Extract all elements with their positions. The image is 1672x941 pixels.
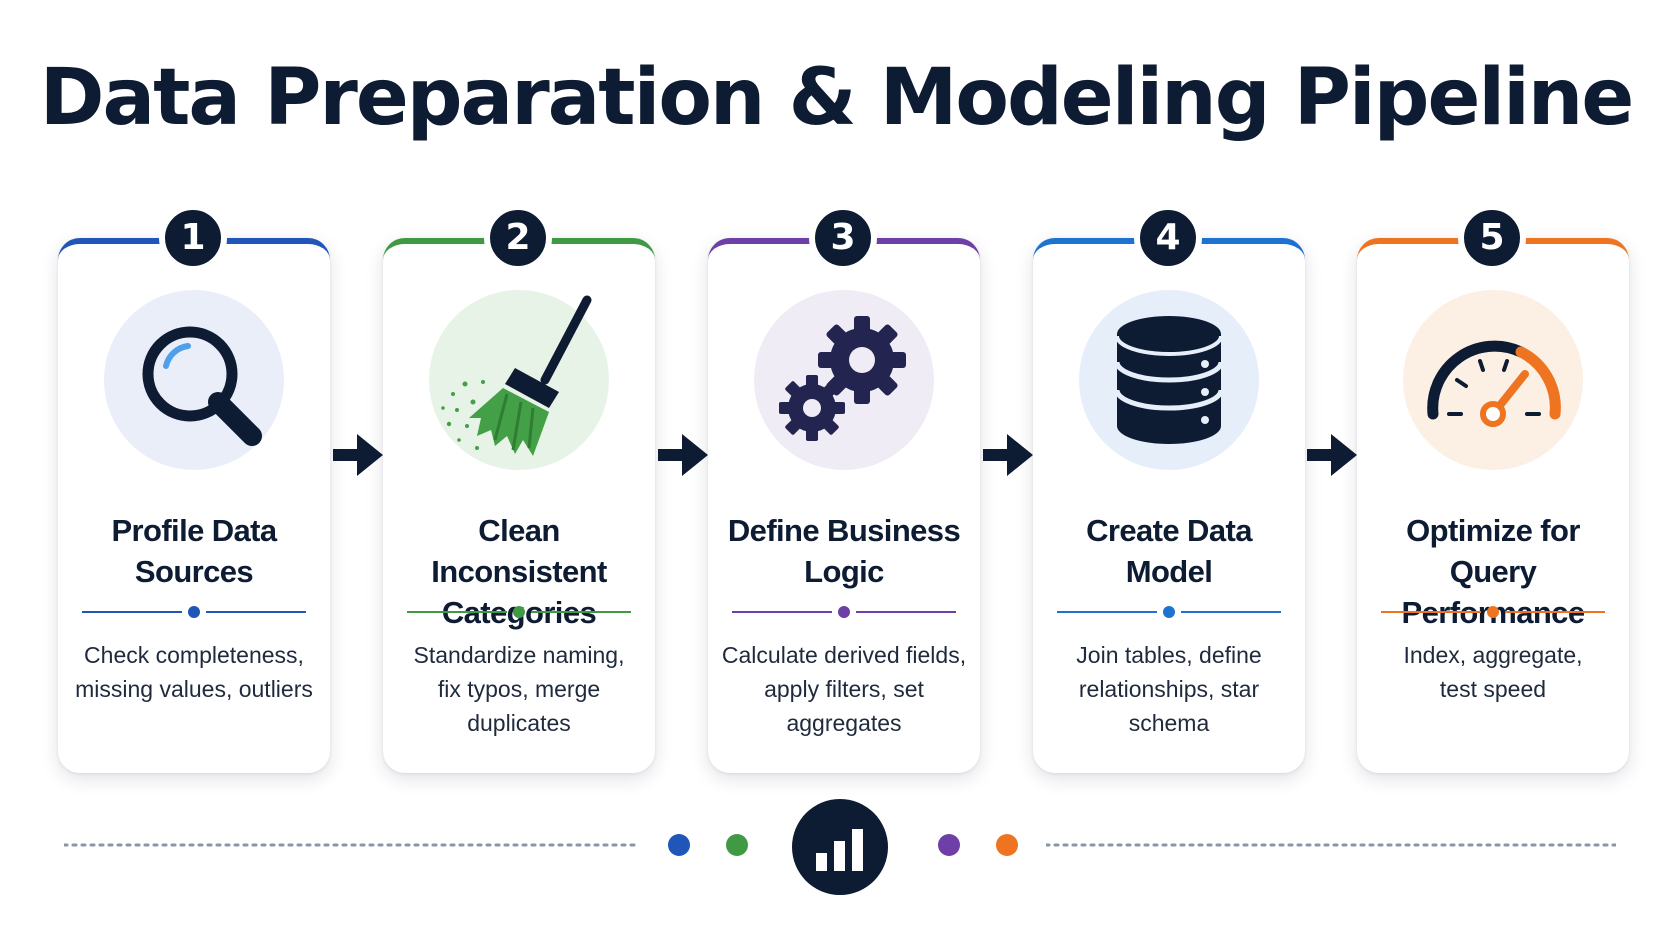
arrow-right-icon xyxy=(983,434,1033,476)
dotted-line xyxy=(1046,843,1616,847)
icon-circle xyxy=(429,290,609,470)
step-number-badge: 4 xyxy=(1134,204,1202,272)
step-divider xyxy=(1057,606,1281,618)
arrow-right-icon xyxy=(1307,434,1357,476)
footer-chart-badge xyxy=(792,799,888,895)
step-title: Clean InconsistentCategories xyxy=(431,513,607,630)
step-number-badge: 2 xyxy=(484,204,552,272)
step-number-badge: 3 xyxy=(809,204,877,272)
bar-chart-icon xyxy=(816,829,863,871)
step-card-clean-inconsistent-categories: 2 Clean InconsistentCategories Standardi… xyxy=(383,204,655,773)
broom-icon xyxy=(441,295,592,456)
footer-dot-purple xyxy=(938,834,960,856)
arrow-right-icon xyxy=(333,434,383,476)
magnifying-glass-icon xyxy=(142,326,262,446)
step-description: Index, aggregate,test speed xyxy=(1403,642,1583,702)
dotted-line xyxy=(64,843,640,847)
step-card-define-business-logic: 3 xyxy=(708,204,980,773)
icon-circle xyxy=(754,290,934,470)
step-divider xyxy=(82,606,306,618)
footer-dot-blue xyxy=(668,834,690,856)
icon-circle xyxy=(1403,290,1583,470)
footer-dot-orange xyxy=(996,834,1018,856)
icon-circle xyxy=(104,290,284,470)
database-icon xyxy=(1114,316,1224,444)
footer-dot-green xyxy=(726,834,748,856)
step-number-badge: 5 xyxy=(1458,204,1526,272)
step-description: Check completeness,missing values, outli… xyxy=(75,642,313,702)
step-number-badge: 1 xyxy=(159,204,227,272)
step-divider xyxy=(732,606,956,618)
speedometer-icon xyxy=(1427,340,1561,427)
arrow-right-icon xyxy=(658,434,708,476)
step-divider xyxy=(407,606,631,618)
gears-icon xyxy=(779,316,906,441)
icon-circle xyxy=(1079,290,1259,470)
step-description: Calculate derived fields,apply filters, … xyxy=(721,642,967,736)
page-title: Data Preparation & Modeling Pipeline xyxy=(39,53,1635,143)
step-divider xyxy=(1381,606,1605,618)
